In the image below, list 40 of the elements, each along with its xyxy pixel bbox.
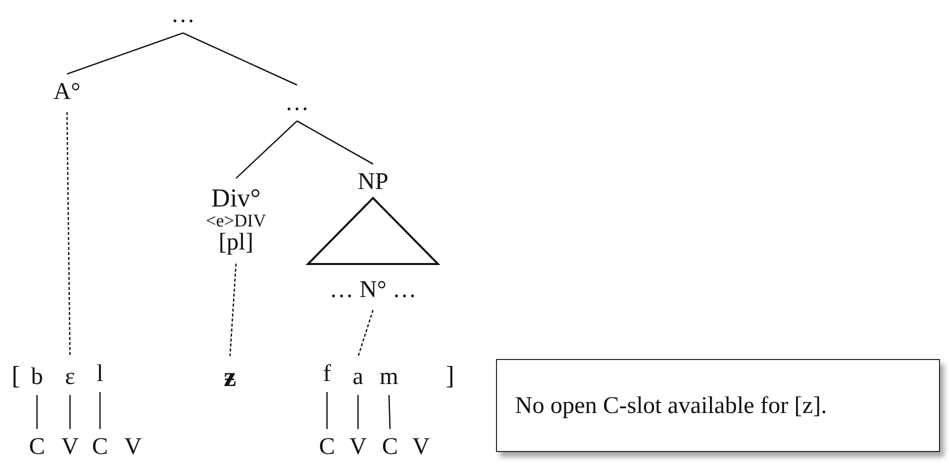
bracket-label: [ — [12, 363, 20, 389]
skeleton-slot: V — [61, 435, 79, 459]
association-line — [229, 264, 237, 356]
association-line — [326, 392, 328, 429]
skeleton-slot: C — [382, 435, 398, 459]
skeleton-slot: C — [92, 435, 108, 459]
association-line — [99, 392, 101, 429]
tree-node-label: … N° … — [330, 278, 416, 302]
association-line — [66, 112, 71, 357]
tree-branch — [66, 32, 184, 75]
segment-label: ƶ — [224, 364, 236, 392]
skeleton-slot: V — [412, 435, 430, 459]
segment-label: l — [96, 362, 104, 386]
segment-label: ε — [64, 365, 76, 389]
association-line — [388, 394, 391, 430]
tree-node-label: … — [285, 91, 309, 115]
tree-branch — [236, 120, 298, 179]
segment-label: b — [31, 365, 43, 389]
skeleton-slot: C — [29, 435, 45, 459]
association-line — [357, 310, 374, 358]
segment-label: a — [352, 365, 364, 389]
tree-node-label: [pl] — [218, 230, 254, 256]
skeleton-slot: V — [124, 435, 142, 459]
association-line — [69, 395, 71, 429]
skeleton-slot: V — [349, 435, 367, 459]
segment-label: m — [380, 365, 398, 389]
note-box: No open C-slot available for [z]. — [496, 359, 940, 452]
tree-branch — [296, 120, 374, 165]
tree-node-label: <e>DIV — [206, 212, 266, 230]
triangle-branch — [306, 196, 440, 265]
skeleton-slot: C — [319, 435, 335, 459]
tree-branch — [182, 32, 298, 86]
bracket-label: ] — [446, 363, 454, 389]
tree-node-label: A° — [54, 80, 80, 104]
tree-node-label: Div° — [210, 184, 262, 212]
segment-label: f — [323, 362, 331, 386]
association-line — [36, 395, 38, 429]
tree-node-label: … — [171, 3, 195, 27]
tree-node-label: NP — [358, 170, 388, 194]
association-line — [357, 395, 359, 429]
